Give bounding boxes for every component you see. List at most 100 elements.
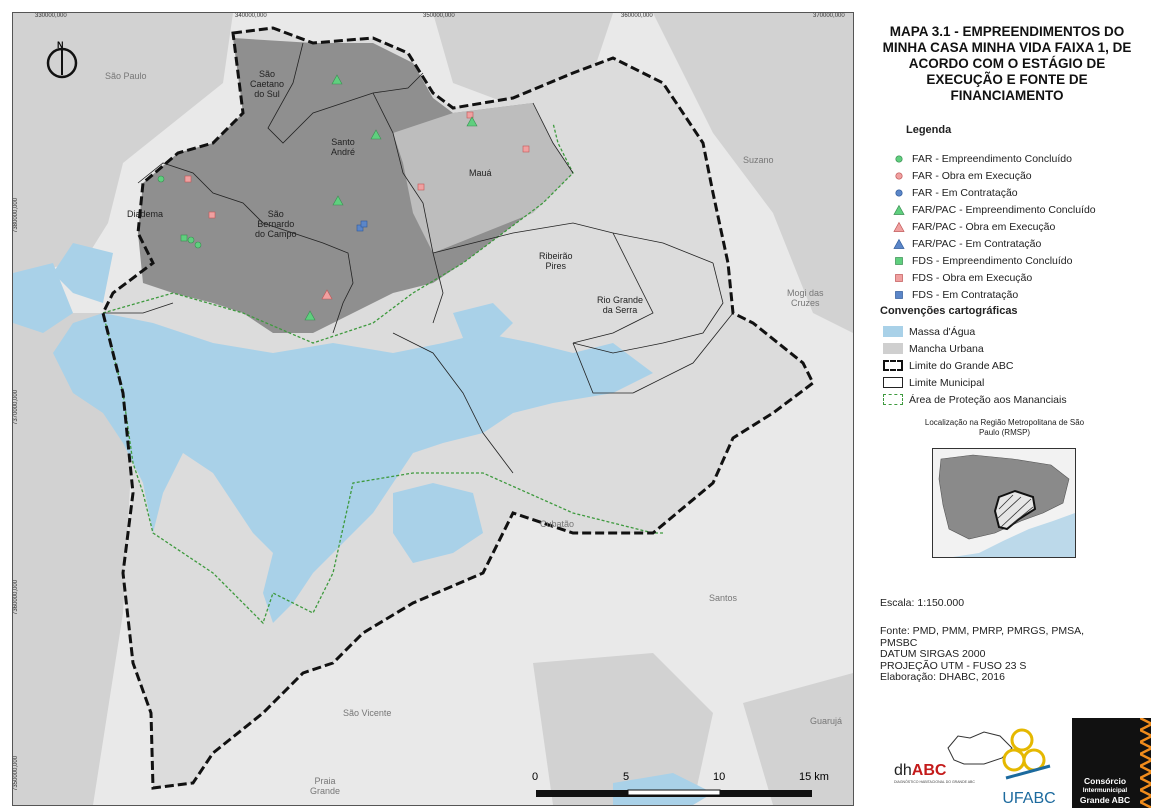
- legend-label: FAR/PAC - Obra em Execução: [912, 220, 1056, 233]
- muni-diadema: Diadema: [127, 209, 164, 219]
- place-mogi-line: Cruzes: [791, 298, 820, 308]
- consorcio-line: Consórcio: [1083, 775, 1127, 786]
- marker-farpac-concluido: [332, 195, 344, 206]
- legend-item-farpac-concluido: FAR/PAC - Empreendimento Concluído: [892, 203, 1096, 216]
- legend-heading: Legenda: [906, 124, 952, 136]
- source-line: PROJEÇÃO UTM - FUSO 23 S: [880, 659, 1027, 672]
- marker-far-concluido: [157, 175, 165, 183]
- urban-swatch-icon: [883, 343, 903, 354]
- triangle-green-icon: [892, 204, 906, 216]
- dhabc-region-outline-icon: [947, 731, 1013, 765]
- muni-sbc-line: São: [267, 209, 284, 219]
- place-santos: Santos: [709, 593, 738, 603]
- north-label: N: [57, 40, 64, 50]
- marker-fds-contratacao: [360, 220, 368, 228]
- convention-water: Massa d'Água: [883, 325, 975, 338]
- source-line: PMSBC: [880, 636, 918, 649]
- circle-green-icon: [892, 153, 906, 165]
- source-line: Fonte: PMD, PMM, PMRP, PMRGS, PMSA,: [880, 625, 1085, 637]
- legend-item-far-obra: FAR - Obra em Execução: [892, 169, 1032, 182]
- convention-label: Limite do Grande ABC: [909, 359, 1014, 372]
- grid-x-label: 360000,000: [621, 13, 653, 19]
- circle-blue-icon: [892, 187, 906, 199]
- marker-farpac-obra: [321, 289, 333, 300]
- square-blue-icon: [892, 289, 906, 301]
- location-inset-svg: [933, 449, 1075, 557]
- urban-background: [13, 13, 853, 805]
- muni-santo-andre: Santo André: [331, 137, 355, 157]
- manancial-boundary: [102, 122, 663, 625]
- convention-abc: Limite do Grande ABC: [883, 359, 1013, 372]
- north-arrow: [46, 47, 78, 79]
- place-sao-paulo: São Paulo: [105, 71, 147, 81]
- grid-x-label: 350000,000: [423, 13, 455, 19]
- map-frame[interactable]: N 330000,000 340000,000 350000,000 36000…: [12, 12, 854, 806]
- inset-abc-highlight: [993, 489, 1037, 531]
- marker-fds-obra: [466, 111, 474, 119]
- muni-santo-andre-line: Santo: [331, 137, 355, 147]
- convention-manancial: Área de Proteção aos Mananciais: [883, 393, 1067, 406]
- map-title: MAPA 3.1 - EMPREENDIMENTOS DO MINHA CASA…: [882, 24, 1132, 103]
- location-inset-map: [932, 448, 1076, 558]
- scale-bar: [536, 789, 812, 797]
- project-markers: [157, 74, 530, 321]
- legend-label: FAR - Em Contratação: [912, 186, 1018, 199]
- grid-x-label: 370000,000: [813, 13, 845, 19]
- place-mogi-line: Mogi das: [787, 288, 824, 298]
- grid-x-label: 340000,000: [235, 13, 267, 19]
- dhabc-logo-bold: ABC: [911, 762, 947, 779]
- legend-item-fds-concluido: FDS - Empreendimento Concluído: [892, 254, 1073, 267]
- marker-farpac-concluido: [370, 129, 382, 140]
- place-cubatao: Cubatão: [540, 519, 575, 529]
- scalebar-label: 10: [713, 771, 726, 783]
- place-praia-line: Praia: [314, 776, 336, 786]
- manancial-swatch-icon: [883, 394, 903, 405]
- place-praia-line: Grande: [310, 786, 341, 796]
- circle-red-icon: [892, 170, 906, 182]
- convention-label: Área de Proteção aos Mananciais: [909, 393, 1067, 406]
- marker-fds-obra: [417, 183, 425, 191]
- consorcio-line: Intermunicipal: [1082, 787, 1128, 794]
- place-sao-vicente: São Vicente: [343, 708, 392, 718]
- muni-scs-line: do Sul: [254, 89, 280, 99]
- muni-rgs: Rio Grande da Serra: [597, 295, 643, 315]
- convention-label: Mancha Urbana: [909, 342, 984, 355]
- marker-far-concluido: [194, 241, 202, 249]
- marker-farpac-concluido: [466, 116, 478, 127]
- muni-scs-line: São: [259, 69, 276, 79]
- muni-santo-andre-line: André: [331, 147, 356, 157]
- legend-label: FAR - Empreendimento Concluído: [912, 152, 1072, 165]
- marker-fds-obra: [184, 175, 192, 183]
- legend-item-fds-obra: FDS - Obra em Execução: [892, 271, 1032, 284]
- consorcio-line: Grande ABC: [1079, 794, 1131, 805]
- marker-far-concluido: [187, 236, 195, 244]
- scale-text: Escala: 1:150.000: [880, 597, 965, 609]
- municipal-limits: [103, 42, 734, 474]
- scalebar-label: 5: [623, 771, 630, 783]
- source-text: Fonte: PMD, PMM, PMRP, PMRGS, PMSA, PMSB…: [880, 625, 1085, 684]
- dhabc-logo: dhABC: [894, 762, 946, 780]
- map-side-panel: MAPA 3.1 - EMPREENDIMENTOS DO MINHA CASA…: [862, 0, 1151, 810]
- legend-label: FDS - Em Contratação: [912, 288, 1019, 301]
- legend-item-farpac-obra: FAR/PAC - Obra em Execução: [892, 220, 1055, 233]
- convention-muni: Limite Municipal: [883, 376, 984, 389]
- legend-label: FAR - Obra em Execução: [912, 169, 1032, 182]
- place-praia-grande: Praia Grande: [310, 776, 340, 796]
- legend-item-far-concluido: FAR - Empreendimento Concluído: [892, 152, 1072, 165]
- source-line: Elaboração: DHABC, 2016: [880, 671, 1005, 683]
- dhabc-logo-prefix: dh: [894, 762, 912, 779]
- scalebar-label: 0: [532, 771, 539, 783]
- place-mogi: Mogi das Cruzes: [787, 288, 824, 308]
- marker-fds-obra: [208, 211, 216, 219]
- consorcio-logo-text: Consórcio Intermunicipal Grande ABC: [1076, 775, 1134, 806]
- legend-label: FAR/PAC - Empreendimento Concluído: [912, 203, 1096, 216]
- urban-light-patch: [393, 103, 573, 253]
- square-green-icon: [892, 255, 906, 267]
- grid-y-label: 7380000,000: [13, 197, 19, 233]
- legend-item-farpac-contratacao: FAR/PAC - Em Contratação: [892, 237, 1041, 250]
- square-red-icon: [892, 272, 906, 284]
- grid-y-label: 7370000,000: [13, 389, 19, 425]
- muni-rgs-line: Rio Grande: [597, 295, 644, 305]
- map-canvas[interactable]: [13, 13, 853, 805]
- muni-maua: Mauá: [469, 168, 492, 178]
